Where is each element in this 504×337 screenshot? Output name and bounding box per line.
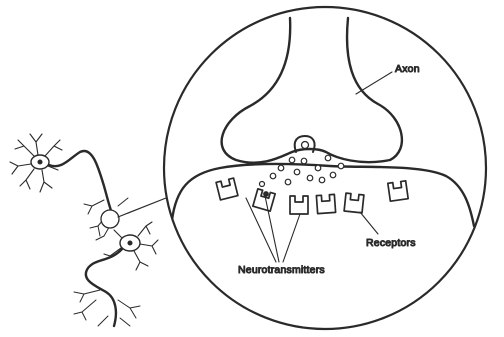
magnified-region-marker <box>101 210 119 228</box>
receptors-label: Receptors <box>366 237 416 249</box>
axon-fiber-2 <box>86 249 122 326</box>
neurotransmitters-label: Neurotransmitters <box>238 264 325 276</box>
neuron-cell-bottom <box>74 290 140 326</box>
axon-fiber-1 <box>49 151 114 218</box>
axon-label: Axon <box>395 63 420 75</box>
neuron-illustration <box>10 134 166 326</box>
zoom-circle <box>164 7 486 329</box>
neuron-cell-top <box>10 134 62 192</box>
neuron-cell-middle <box>104 222 158 270</box>
